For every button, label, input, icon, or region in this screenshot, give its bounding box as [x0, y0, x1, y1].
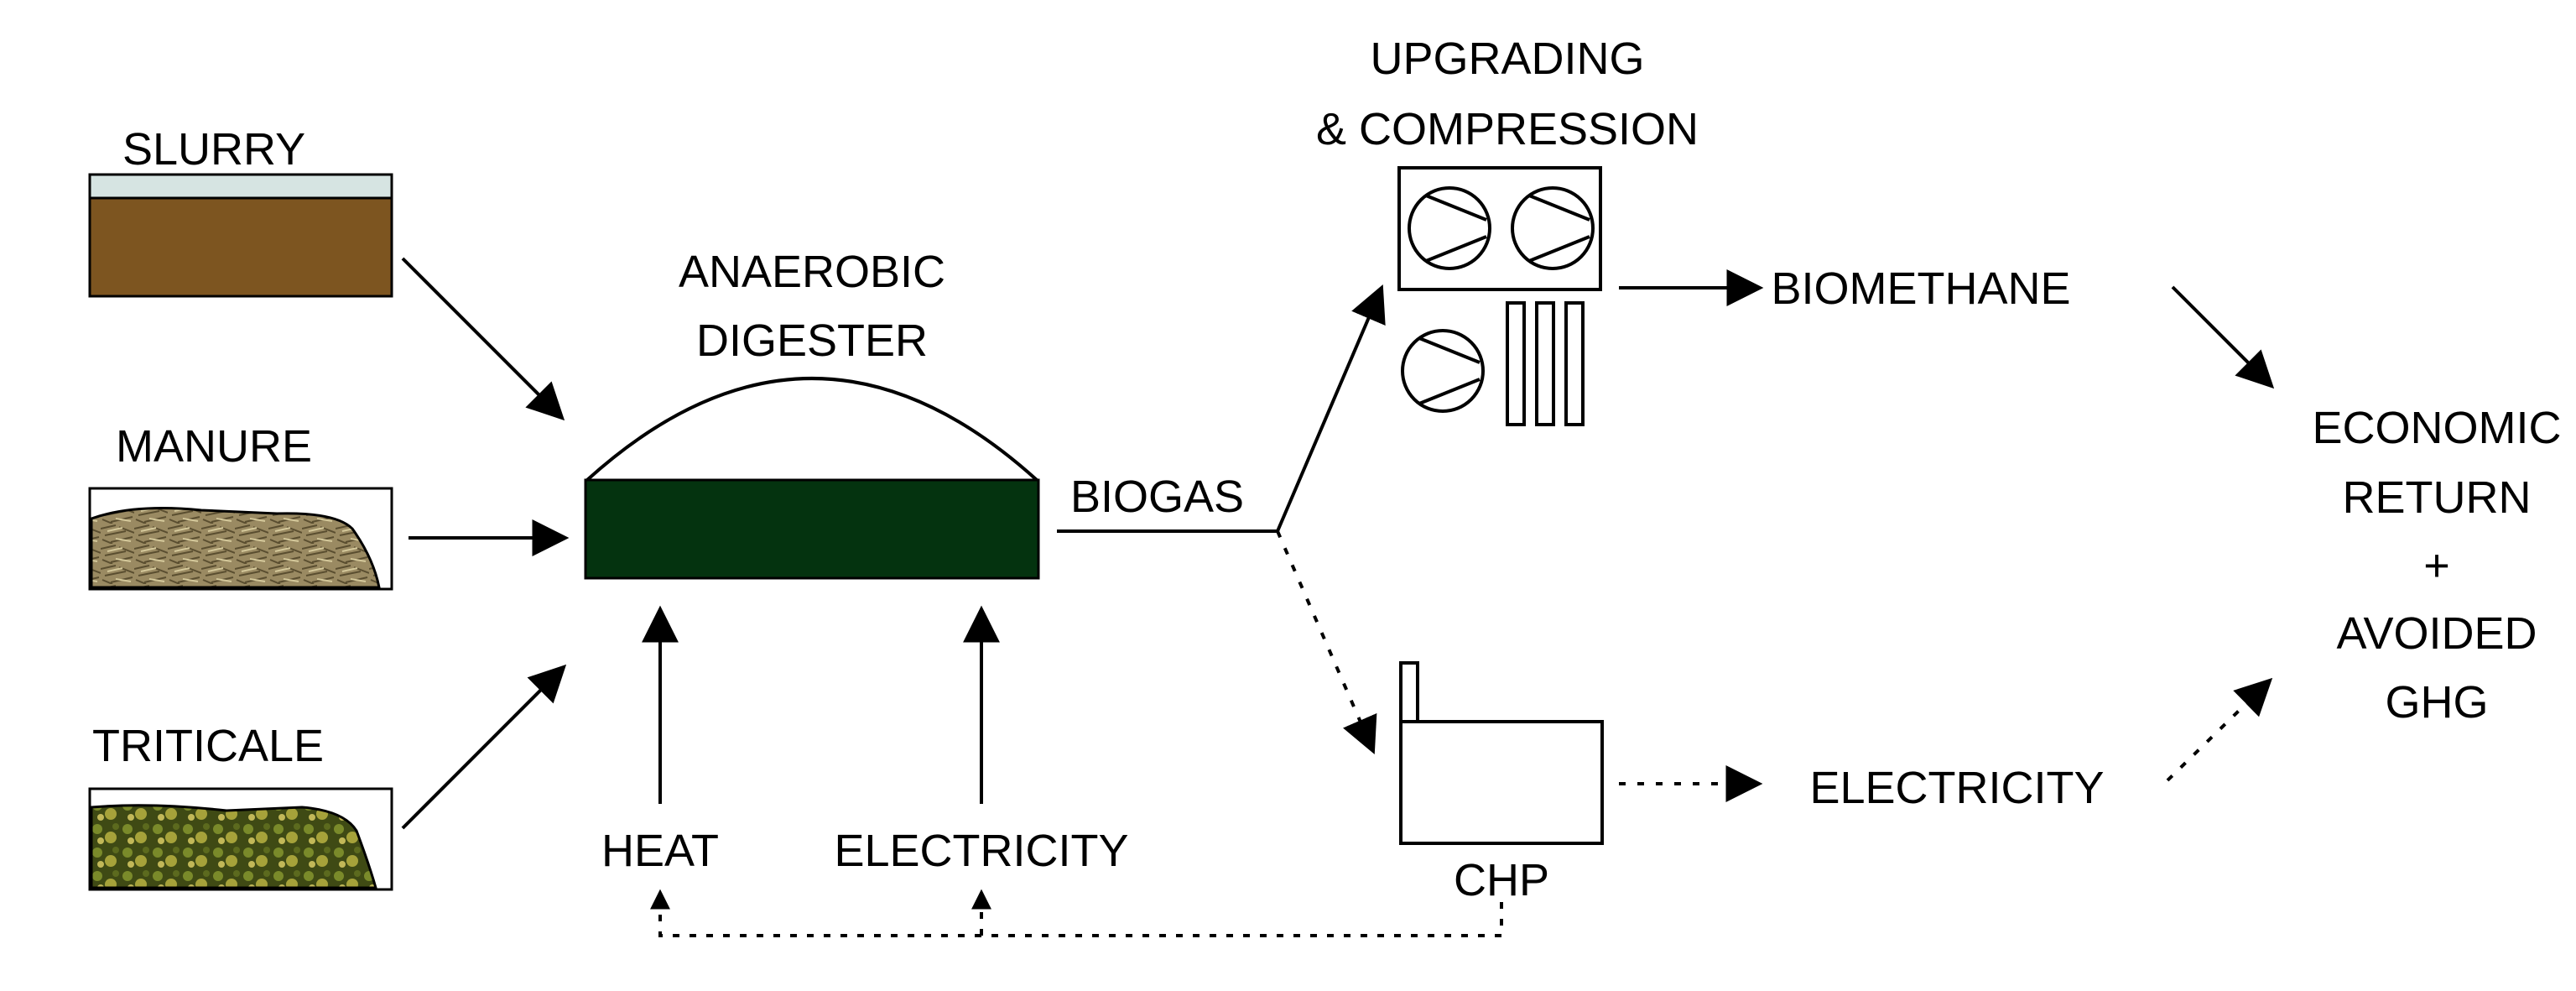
triticale-label: TRITICALE — [92, 721, 324, 771]
compressor-icon — [1408, 186, 1491, 270]
filter-column — [1506, 301, 1526, 426]
outcome-line1: ECONOMIC — [2313, 403, 2562, 453]
digester-label-line1: ANAEROBIC — [679, 247, 945, 297]
manure-input: MANURE — [88, 421, 393, 591]
filter-column — [1535, 301, 1555, 426]
filter-column — [1564, 301, 1585, 426]
slurry-surface — [88, 173, 393, 200]
outcome-line2: RETURN — [2343, 472, 2532, 523]
manure-label: MANURE — [116, 421, 312, 472]
digester-label-line2: DIGESTER — [696, 316, 928, 366]
triticale-arrow — [401, 664, 567, 830]
chp-heat-return-line — [650, 889, 1503, 937]
outcome-block: ECONOMIC RETURN + AVOIDED GHG — [2313, 403, 2562, 728]
manure-pile — [90, 507, 381, 589]
anaerobic-digester: ANAEROBIC DIGESTER — [584, 247, 1040, 580]
compressor-icon — [1401, 329, 1485, 413]
heat-label: HEAT — [601, 826, 719, 876]
slurry-input: SLURRY — [88, 124, 393, 298]
electricity-output-label: ELECTRICITY — [1809, 763, 2104, 813]
biomethane-to-outcome-arrow — [2171, 285, 2275, 389]
biogas-to-chp-arrow — [1276, 530, 1377, 755]
biomethane-label: BIOMETHANE — [1771, 263, 2070, 314]
biogas-to-upgrading-arrow — [1276, 284, 1386, 532]
triticale-input: TRITICALE — [88, 721, 393, 891]
compressor-icon — [1511, 186, 1595, 270]
upgrading-compression-unit: UPGRADING & COMPRESSION — [1316, 34, 1699, 426]
digester-dome — [585, 377, 1038, 482]
outcome-line3: + — [2423, 540, 2450, 591]
upgrading-label-line1: UPGRADING — [1370, 34, 1644, 84]
digester-tank — [584, 478, 1040, 580]
upgrading-label-line2: & COMPRESSION — [1316, 104, 1699, 154]
triticale-pile — [90, 804, 377, 889]
electricity-to-outcome-arrow — [2166, 677, 2273, 782]
slurry-container — [88, 196, 393, 298]
chp-housing — [1399, 720, 1604, 845]
slurry-arrow — [401, 257, 565, 421]
outcome-line5: GHG — [2385, 677, 2488, 728]
chp-label: CHP — [1454, 855, 1549, 905]
outcome-line4: AVOIDED — [2336, 608, 2537, 659]
chp-unit: CHP — [1399, 661, 1604, 905]
biogas-label: BIOGAS — [1070, 472, 1244, 522]
slurry-label: SLURRY — [122, 124, 305, 175]
chp-chimney — [1399, 661, 1419, 723]
electricity-input-label: ELECTRICITY — [834, 826, 1128, 876]
